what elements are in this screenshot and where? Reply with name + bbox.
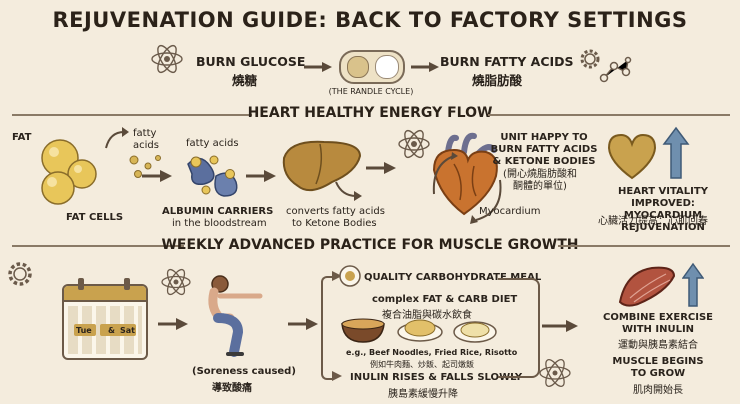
heart-myocardium-icon (432, 132, 498, 216)
atom-icon (539, 359, 571, 387)
albumin-sublabel: in the bloodstream (172, 218, 267, 229)
heart-vitality-icon (607, 133, 657, 180)
burn-fatty-acids-zh: 燒脂肪酸 (472, 73, 523, 88)
heart-unit-text: UNIT HAPPY TO BURN FATTY ACIDS & KETONE … (488, 132, 600, 168)
arrow-right-icon (411, 62, 439, 72)
calendar-header (64, 286, 146, 302)
soreness-zh: 導致酸痛 (212, 383, 252, 394)
fat-label: FAT (12, 132, 32, 143)
calendar-amp: & (108, 326, 115, 335)
calendar-ring (124, 278, 130, 290)
calendar-tue: Tue (76, 326, 92, 335)
gear-icon (8, 262, 32, 286)
arrow-right-icon (366, 162, 396, 174)
heart-unit-line2: BURN FATTY ACIDS (490, 144, 598, 155)
diet-zh: 複合油脂與碳水飲食 (382, 310, 472, 321)
growth-zh: 肌肉開始長 (633, 385, 683, 396)
power-icon (347, 56, 369, 78)
meal-title: QUALITY CARBOHYDRATE MEAL (364, 272, 542, 283)
calendar-highlight-sat (100, 324, 136, 336)
fat-cells-icon (41, 139, 97, 205)
examples-en: e.g., Beef Noodles, Fried Rice, Risotto (346, 348, 518, 357)
arrow-right-icon (332, 371, 342, 381)
heart-unit-line1: UNIT HAPPY TO (500, 132, 588, 143)
combine-line1: COMBINE EXERCISE (603, 312, 713, 323)
vitality-text: HEART VITALITY IMPROVED: MYOCARDIUM REJU… (588, 186, 738, 234)
combine-zh: 運動與胰島素結合 (618, 340, 698, 351)
albumin-label: ALBUMIN CARRIERS (162, 206, 274, 217)
fatty-acids-mid-label: fatty acids (186, 138, 239, 149)
section-divider (488, 114, 730, 116)
growth-line1: MUSCLE BEGINS (612, 356, 704, 367)
section-divider (12, 245, 184, 247)
risotto-plate (453, 321, 497, 343)
liver-sublabel: to Ketone Bodies (292, 218, 377, 229)
arrow-right-icon (542, 320, 578, 332)
calendar-ring (78, 278, 84, 290)
combine-line2: WITH INULIN (621, 324, 695, 335)
meal-bracket-right (498, 278, 540, 378)
heart-unit-zh2: 酮體的單位) (513, 181, 567, 192)
soreness-en: (Soreness caused) (192, 366, 296, 377)
albumin-carriers-icon (187, 155, 238, 197)
growth-text: MUSCLE BEGINS TO GROW (588, 356, 728, 380)
arrow-right-icon (142, 170, 172, 182)
heart-unit-zh1: (開心燒脂肪酸和 (503, 169, 577, 180)
cycle-arrows-icon (432, 152, 502, 224)
arrow-right-icon (332, 271, 342, 281)
meal-bracket (321, 276, 333, 380)
myocardium-label: Myocardium (479, 206, 541, 217)
heart-unit-zh: (開心燒脂肪酸和 酮體的單位) (490, 169, 590, 193)
weekly-calendar: Tue & Sat (62, 278, 148, 360)
arrow-right-icon (158, 318, 188, 330)
liver-icon (282, 140, 362, 192)
liver-label: converts fatty acids (286, 206, 385, 217)
meal-plate-icon (339, 265, 361, 287)
switch-knob (375, 55, 399, 79)
molecule-icon (599, 56, 632, 83)
arrow-right-icon (246, 170, 276, 182)
switch-caption: (THE RANDLE CYCLE) (328, 87, 414, 96)
fatty-acid-droplets-icon (129, 155, 161, 178)
squat-figure-icon (208, 275, 263, 357)
burn-glucose-label: BURN GLUCOSE (196, 54, 306, 69)
section-divider (558, 245, 730, 247)
muscle-icon (618, 266, 676, 307)
growth-line2: TO GROW (630, 368, 686, 379)
atom-icon (398, 129, 430, 159)
curved-arrow-icon (335, 181, 362, 201)
calendar-highlight-tue (74, 324, 96, 336)
curved-arrow-icon (105, 127, 129, 149)
vitality-line1: HEART VITALITY IMPROVED: (618, 186, 708, 209)
atom-icon (151, 44, 183, 74)
arrow-right-icon (288, 318, 318, 330)
section-heading-muscle: WEEKLY ADVANCED PRACTICE FOR MUSCLE GROW… (161, 237, 579, 253)
diet-en: complex FAT & CARB DIET (372, 294, 518, 305)
fried-rice-plate (397, 319, 443, 342)
fatty-acids-label: fatty acids (133, 128, 159, 151)
combine-text: COMBINE EXERCISE WITH INULIN (588, 312, 728, 336)
burn-fatty-acids-label: BURN FATTY ACIDS (440, 54, 574, 69)
insulin-en: INULIN RISES & FALLS SLOWLY (350, 372, 523, 383)
vitality-line2: MYOCARDIUM REJUVENATION (621, 210, 705, 233)
up-arrow-icon (682, 262, 704, 307)
atom-icon (161, 268, 191, 296)
insulin-zh: 胰島素緩慢升降 (388, 389, 458, 400)
randle-switch[interactable] (339, 50, 405, 84)
vitality-zh: 心臟活力提高：心肌回春 (598, 216, 708, 227)
examples-zh: 例如牛肉麵、炒飯、起司燉飯 (370, 360, 474, 369)
gear-icon (580, 49, 600, 69)
section-divider (12, 114, 252, 116)
section-heading-heart: HEART HEALTHY ENERGY FLOW (247, 105, 493, 121)
beef-noodles-bowl (341, 318, 385, 343)
burn-glucose-zh: 燒糖 (232, 73, 258, 88)
up-arrow-icon (662, 126, 690, 179)
arrow-right-icon (304, 62, 332, 72)
calendar-sat: Sat (120, 326, 135, 335)
fat-cells-label: FAT CELLS (66, 212, 124, 223)
page-title: REJUVENATION GUIDE: BACK TO FACTORY SETT… (52, 8, 688, 32)
heart-unit-line3: & KETONE BODIES (492, 156, 596, 167)
